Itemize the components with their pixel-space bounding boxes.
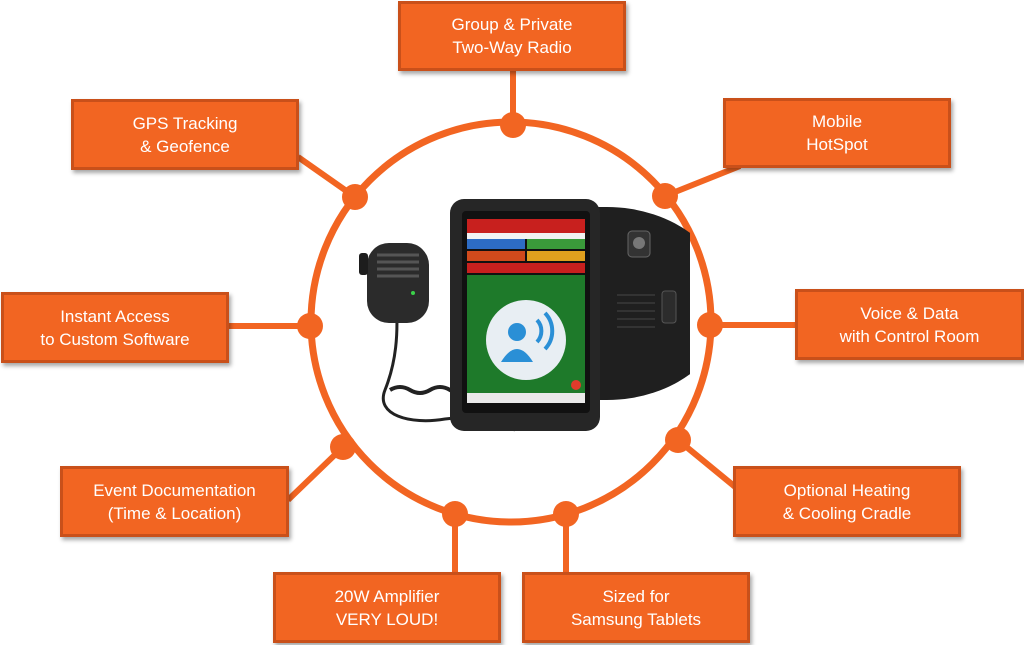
dot-hotspot (652, 183, 678, 209)
feature-box-hotspot: Mobile HotSpot (723, 98, 951, 168)
feature-box-custom-software: Instant Access to Custom Software (1, 292, 229, 363)
feature-line: Mobile (811, 112, 863, 131)
feature-line: Instant Access (60, 306, 170, 326)
feature-line: HotSpot (806, 135, 868, 154)
feature-line: Two-Way Radio (452, 38, 572, 57)
dot-voice-data (697, 312, 723, 338)
dot-custom-software (297, 313, 323, 339)
feature-box-amplifier: 20W Amplifier VERY LOUD! (273, 572, 501, 643)
feature-box-heating-cooling: Optional Heating & Cooling Cradle (733, 466, 961, 537)
feature-box-gps: GPS Tracking & Geofence (71, 99, 299, 170)
feature-line: GPS Tracking (132, 113, 238, 133)
feature-line: Group & Private (451, 15, 573, 34)
feature-line: Sized for (602, 586, 670, 606)
speaker-cradle-icon (593, 207, 690, 400)
feature-box-radio: Group & Private Two-Way Radio (398, 1, 626, 71)
feature-line: & Geofence (140, 136, 230, 156)
dot-event-doc (330, 434, 356, 460)
voice-call-icon (486, 300, 581, 390)
feature-box-event-doc: Event Documentation (Time & Location) (60, 466, 289, 537)
dot-samsung (553, 501, 579, 527)
feature-line: Optional Heating (783, 480, 911, 500)
feature-line: Voice & Data (860, 303, 959, 323)
feature-line: & Cooling Cradle (782, 503, 912, 523)
feature-box-voice-data: Voice & Data with Control Room (795, 289, 1024, 360)
device-illustration (359, 199, 690, 432)
ring-dots (297, 112, 723, 527)
dot-amplifier (442, 501, 468, 527)
feature-line: Samsung Tablets (570, 609, 702, 629)
feature-line: with Control Room (839, 326, 980, 346)
feature-box-samsung: Sized for Samsung Tablets (522, 572, 750, 643)
dot-gps (342, 184, 368, 210)
feature-line: VERY LOUD! (335, 609, 439, 629)
feature-line: to Custom Software (40, 329, 190, 349)
dot-radio (500, 112, 526, 138)
dot-heating-cooling (665, 427, 691, 453)
feature-line: Event Documentation (93, 480, 256, 500)
feature-line: 20W Amplifier (334, 586, 440, 606)
feature-line: (Time & Location) (107, 503, 242, 523)
connector-hotspot (663, 163, 742, 199)
